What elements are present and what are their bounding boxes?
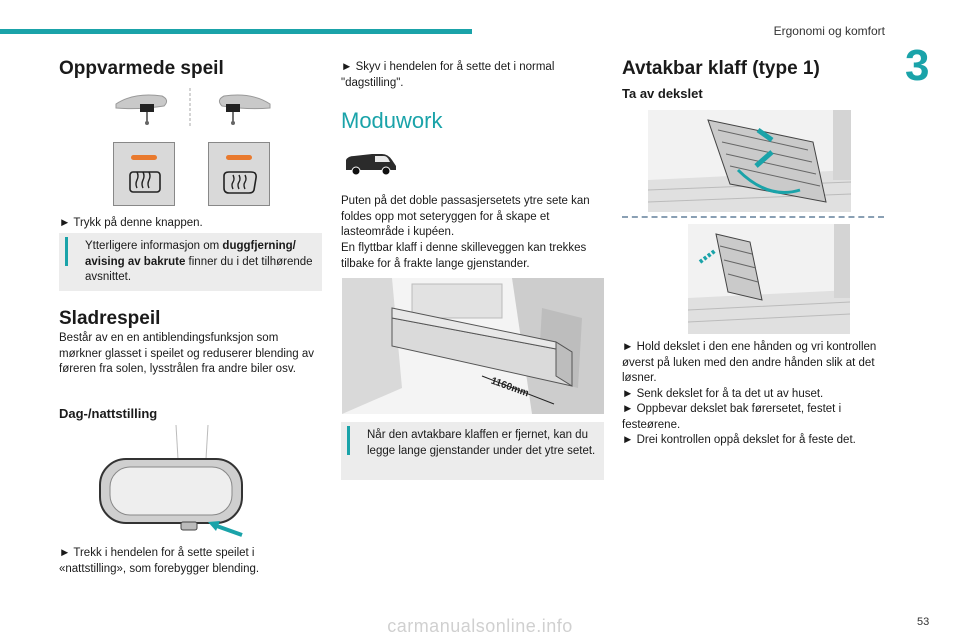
chapter-number: 3 [905, 41, 930, 90]
rear-defrost-icon [129, 171, 161, 193]
flap-removal-illustration-2 [688, 224, 850, 334]
remove-cover-step-4: ► Drei kontrollen oppå dekslet for å fes… [622, 434, 856, 446]
heated-mirrors-illustration [115, 88, 271, 128]
moduwork-info-box: Når den avtakbare klaffen er fjernet, ka… [341, 422, 604, 480]
remove-cover-steps: ► Hold dekslet i den ene hånden og vri k… [622, 340, 886, 449]
remove-cover-step-3: ► Oppbevar dekslet bak førersetet, feste… [622, 403, 842, 431]
van-icon [346, 154, 396, 176]
rear-window-defrost-button [208, 142, 270, 206]
info-icon [65, 240, 68, 266]
moduwork-desc-2: En flyttbar klaff i denne skilleveggen k… [341, 242, 587, 270]
heated-mirrors-info-box: Ytterligere informasjon om duggfjerning/… [59, 233, 322, 291]
removable-flap-title: Avtakbar klaff (type 1) [622, 58, 820, 79]
footer-watermark: carmanualsonline.info [387, 616, 573, 636]
heated-mirrors-step: ► Trykk på denne knappen. [59, 217, 203, 229]
info-text-end: finner du i det tilhørende avsnittet. [85, 255, 313, 284]
rearview-mirror-illustration [99, 425, 243, 537]
left-mirror-icon [115, 94, 168, 125]
right-mirror-icon [218, 94, 271, 125]
info-link-text: duggfjerning/ avising av bakrute [85, 240, 296, 268]
day-night-subtitle: Dag-/nattstilling [59, 406, 158, 421]
mirror-defrost-icon [223, 171, 257, 194]
rearview-mirror-desc: Består av en en antiblendingsfunksjon so… [59, 332, 315, 375]
rearview-mirror-title: Sladrespeil [59, 308, 161, 329]
flap-removal-illustration-1 [648, 110, 851, 212]
section-title: Ergonomi og komfort [773, 24, 885, 38]
heated-mirrors-title: Oppvarmede speil [59, 58, 224, 79]
remove-cover-step-2: ► Senk dekslet for å ta det ut av huset. [622, 387, 824, 400]
day-mode-step: ► Skyv i hendelen for å sette det i norm… [341, 61, 555, 89]
section-divider [622, 216, 884, 218]
page-number: 53 [917, 616, 930, 628]
info-icon [347, 429, 350, 455]
moduwork-desc-1: Puten på det doble passasjersetets ytre … [341, 195, 590, 238]
info-text: Ytterligere informasjon om [85, 240, 223, 252]
night-mode-step: ► Trekk i hendelen for å sette speilet i… [59, 547, 260, 575]
cargo-load-illustration [342, 278, 604, 414]
header-accent-bar [0, 29, 472, 34]
remove-cover-subtitle: Ta av dekslet [622, 86, 703, 101]
mirror-defrost-button [113, 142, 175, 206]
moduwork-title: Moduwork [341, 108, 443, 133]
moduwork-info-text: Når den avtakbare klaffen er fjernet, ka… [367, 429, 596, 457]
remove-cover-step-1: ► Hold dekslet i den ene hånden og vri k… [622, 341, 877, 384]
